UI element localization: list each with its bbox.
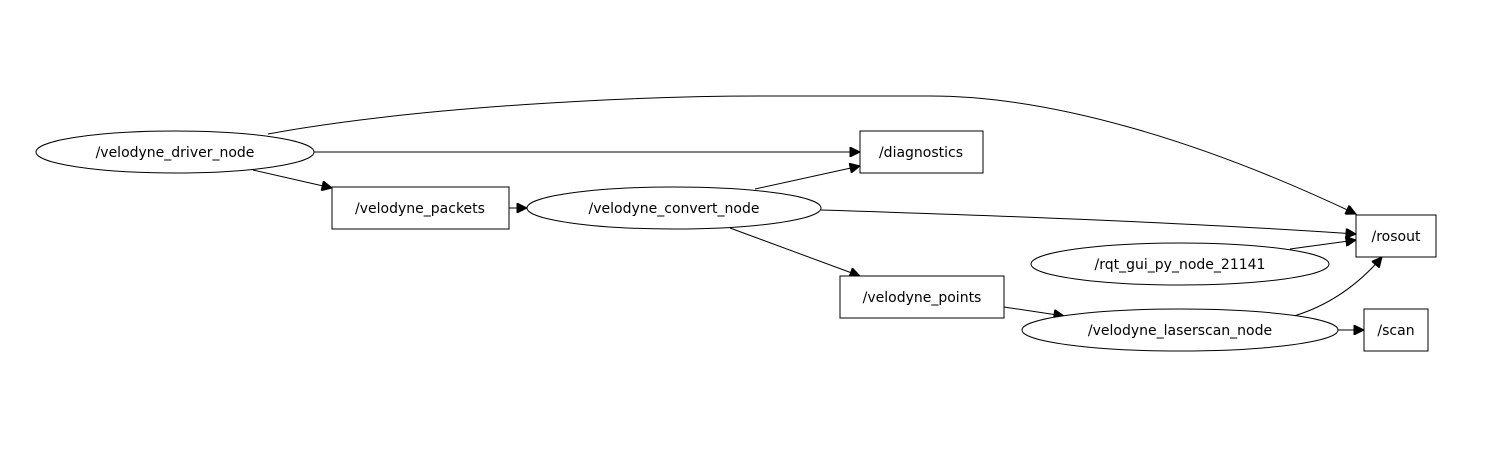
graph-node-driver[interactable]: /velodyne_driver_node bbox=[35, 130, 315, 174]
graph-node-laserscan[interactable]: /velodyne_laserscan_node bbox=[1021, 308, 1339, 352]
edge-points-to-laserscan bbox=[1003, 306, 1064, 316]
node-ellipse bbox=[35, 130, 315, 174]
topic-box bbox=[1363, 308, 1429, 352]
topic-label-scan: /scan bbox=[1377, 323, 1414, 339]
graph-topic-scan[interactable]: /scan bbox=[1363, 308, 1429, 352]
graph-topic-rosout[interactable]: /rosout bbox=[1355, 214, 1437, 258]
edge-driver-to-rosout bbox=[267, 95, 1356, 214]
graph-topic-packets[interactable]: /velodyne_packets bbox=[331, 186, 510, 230]
topic-box bbox=[839, 275, 1005, 319]
graph-node-rqt[interactable]: /rqt_gui_py_node_21141 bbox=[1030, 242, 1330, 286]
edge-driver-to-packets bbox=[252, 169, 332, 188]
edge-convert-to-points bbox=[729, 227, 860, 276]
topic-label-packets: /velodyne_packets bbox=[355, 201, 485, 217]
edges bbox=[252, 95, 1382, 330]
node-label-laserscan: /velodyne_laserscan_node bbox=[1088, 323, 1272, 339]
node-ellipse bbox=[526, 186, 822, 230]
edge-convert-to-rosout bbox=[820, 209, 1356, 234]
topic-box bbox=[1355, 214, 1437, 258]
node-label-convert: /velodyne_convert_node bbox=[589, 201, 760, 217]
edge-convert-to-diagnostics bbox=[754, 166, 860, 190]
topic-label-diagnostics: /diagnostics bbox=[879, 145, 963, 161]
node-label-driver: /velodyne_driver_node bbox=[96, 145, 255, 161]
topic-box bbox=[331, 186, 510, 230]
graph-topic-points[interactable]: /velodyne_points bbox=[839, 275, 1005, 319]
topic-label-rosout: /rosout bbox=[1372, 229, 1421, 245]
node-ellipse bbox=[1021, 308, 1339, 352]
edge-rqt-to-rosout bbox=[1289, 240, 1356, 250]
graph-node-convert[interactable]: /velodyne_convert_node bbox=[526, 186, 822, 230]
node-label-rqt: /rqt_gui_py_node_21141 bbox=[1095, 257, 1266, 273]
node-ellipse bbox=[1030, 242, 1330, 286]
topic-label-points: /velodyne_points bbox=[863, 290, 982, 306]
topic-box bbox=[859, 130, 984, 174]
edge-laserscan-to-rosout bbox=[1293, 257, 1382, 317]
graph-topic-diagnostics[interactable]: /diagnostics bbox=[859, 130, 984, 174]
